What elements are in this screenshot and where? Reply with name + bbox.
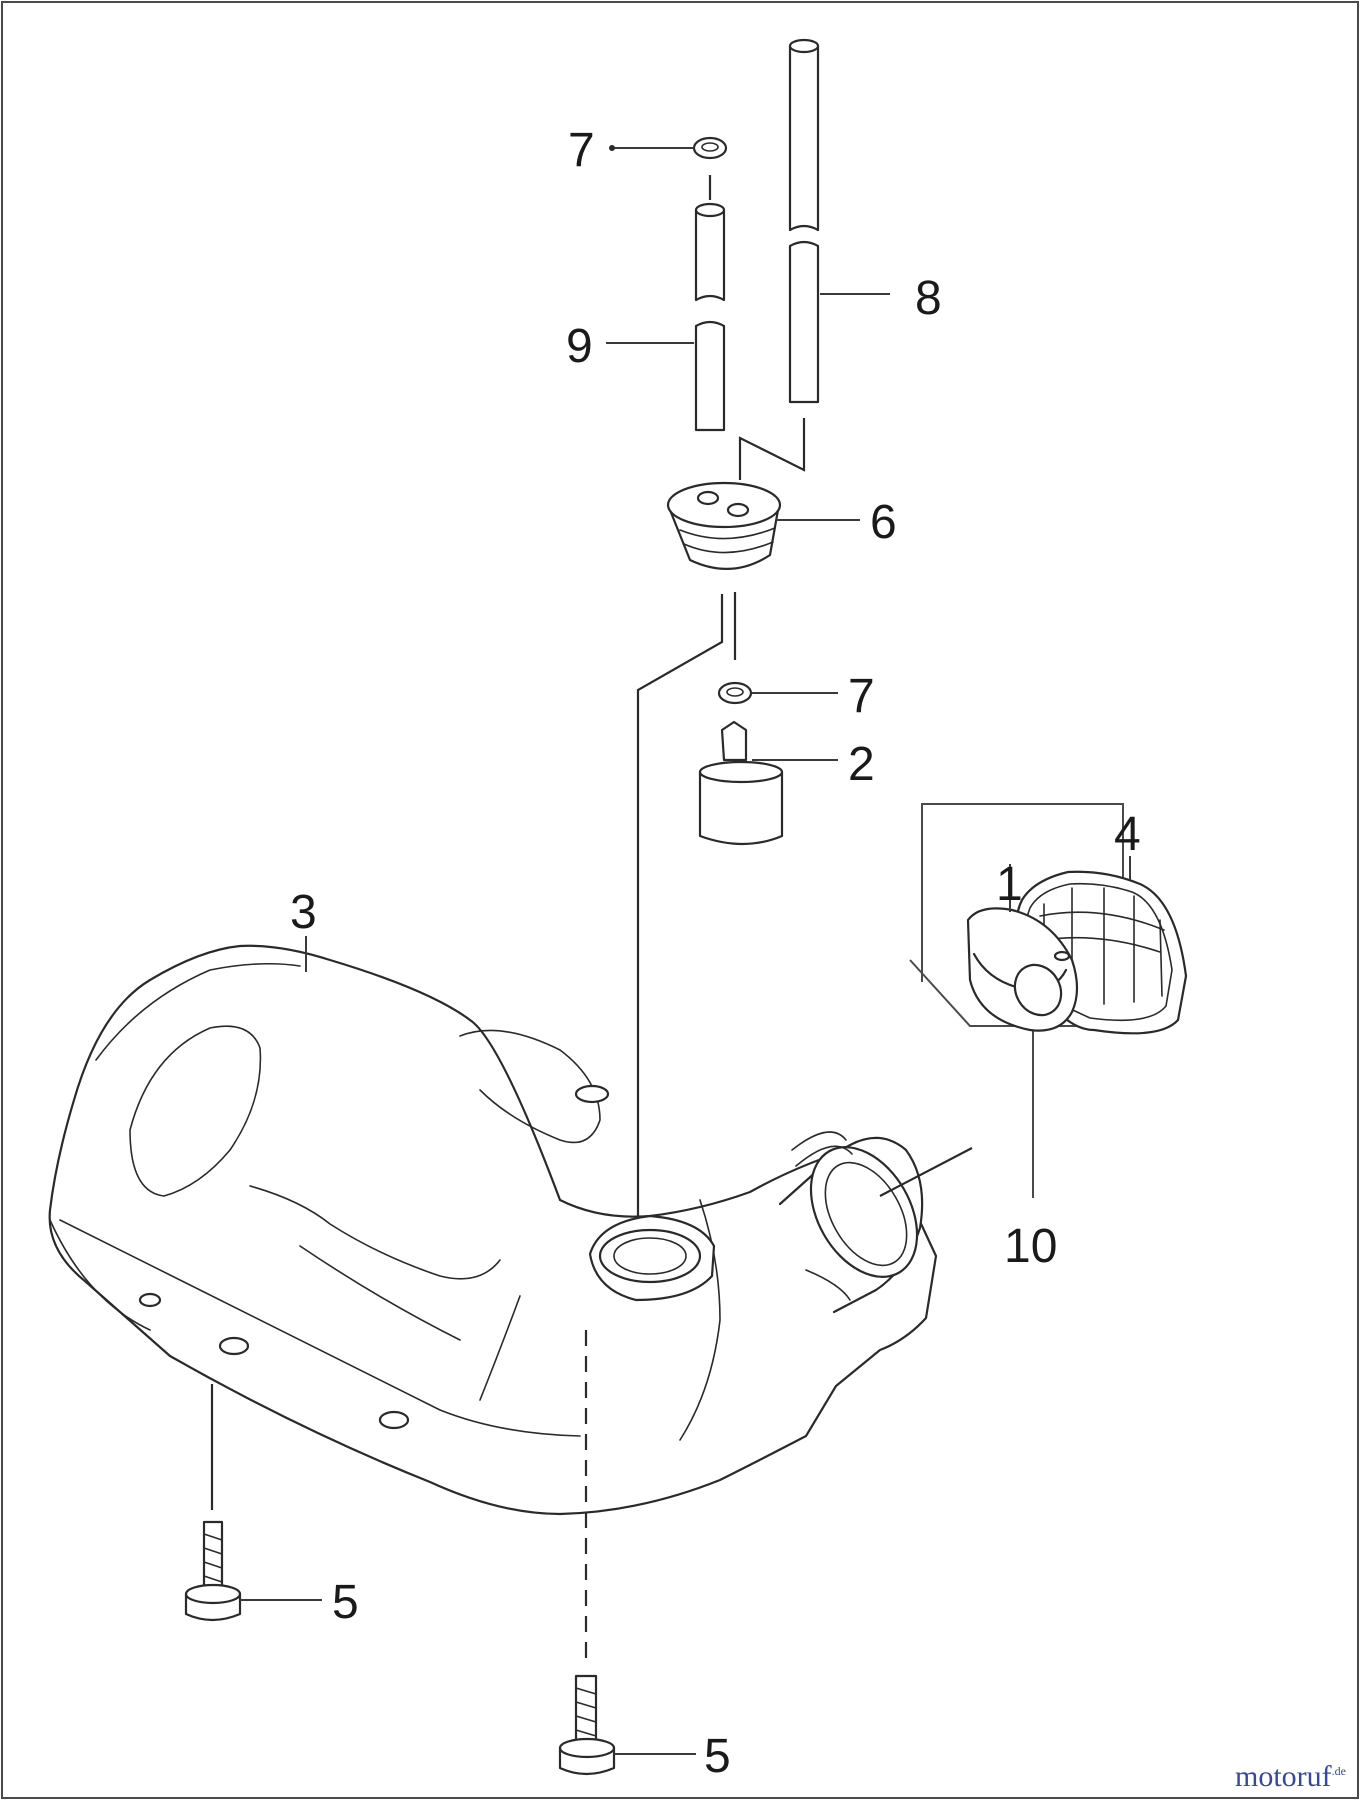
part-2-fuel-filter (698, 720, 838, 846)
callout-1: 1 (996, 858, 1023, 911)
callout-7-lower: 7 (848, 670, 875, 723)
watermark-suffix: .de (1331, 1764, 1346, 1778)
callout-2: 2 (848, 738, 875, 791)
part-8-fuel-hose (788, 38, 890, 404)
part-6-grommet (666, 481, 860, 570)
callout-8: 8 (915, 272, 942, 325)
part-5-bolt-right (558, 1330, 696, 1776)
callout-3: 3 (290, 886, 317, 939)
part-1-cap-gasket (966, 864, 1079, 1032)
part-5-bolt-left (184, 1384, 322, 1622)
callout-5-right: 5 (704, 1730, 731, 1783)
callout-9: 9 (566, 320, 593, 373)
part-7-lower-oring (717, 681, 838, 705)
callout-6: 6 (870, 496, 897, 549)
callout-7-top: 7 (568, 124, 595, 177)
callout-10: 10 (1004, 1220, 1057, 1273)
part-7-top-oring (609, 136, 728, 160)
watermark-text: motoruf (1235, 1760, 1332, 1793)
part-9-fuel-hose (606, 202, 726, 432)
part-3-fuel-tank (48, 936, 938, 1516)
watermark-logo: motoruf.de (1235, 1760, 1346, 1794)
callout-5-left: 5 (332, 1576, 359, 1629)
callout-4: 4 (1114, 808, 1141, 861)
